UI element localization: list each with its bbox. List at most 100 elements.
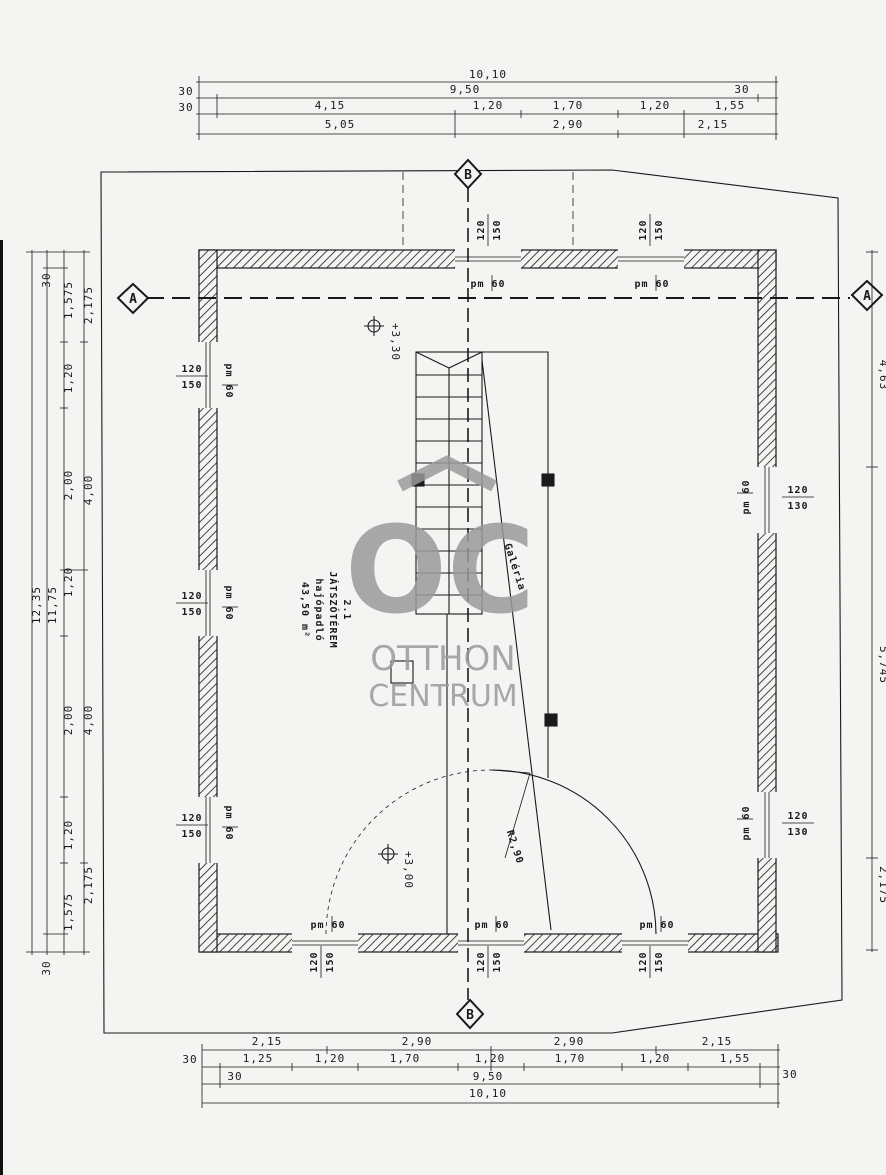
dimension-right-1: 5,745	[877, 646, 886, 684]
dimension-right-0: 4,63	[877, 360, 886, 391]
window-height: 120	[476, 219, 487, 240]
dimension-bottom-3: 2,15	[702, 1035, 733, 1048]
dimension-bottom-13: 9,50	[473, 1070, 504, 1083]
svg-text:OC: OC	[345, 502, 535, 641]
dimension-top-9: 1,55	[715, 99, 746, 112]
dimension-left-6: 2,00	[62, 470, 75, 501]
dimension-left-14: 2,175	[82, 866, 95, 904]
sill-label-1: pm 60	[634, 275, 669, 291]
dimension-top-1: 30	[178, 85, 193, 98]
dimension-bottom-1: 2,90	[402, 1035, 433, 1048]
level-text-upper: +3,30	[389, 323, 402, 361]
dimension-top-12: 2,15	[698, 118, 729, 131]
dimension-bottom-9: 1,70	[555, 1052, 586, 1065]
window-width: 130	[787, 501, 808, 512]
dimension-left-9: 1,20	[62, 820, 75, 851]
roof-projection-lines	[402, 172, 574, 250]
level-text-lower: +3,00	[402, 851, 415, 889]
dimension-top-8: 1,20	[640, 99, 671, 112]
sill-label-8: pm 60	[474, 916, 509, 932]
dimension-bottom-5: 1,25	[243, 1052, 274, 1065]
window-width: 150	[654, 219, 665, 240]
dimension-left-13: 4,00	[82, 705, 95, 736]
dimension-bottom-11: 1,55	[720, 1052, 751, 1065]
dimension-left-8: 2,00	[62, 705, 75, 736]
dimension-top-4: 30	[178, 101, 193, 114]
door-swing-arc	[325, 769, 657, 935]
dimension-lines-bottom	[201, 1044, 780, 1108]
svg-text:OTTHON: OTTHON	[370, 639, 515, 679]
room-label: 2.1 JÁTSZÓTÉREM hajópadló 43,50 m²	[299, 571, 352, 648]
section-line-a	[116, 279, 884, 315]
window-width: 150	[654, 951, 665, 972]
dimension-right-2: 2,175	[877, 866, 886, 904]
sill-label-7: pm 60	[310, 916, 345, 932]
dimension-lines-top	[196, 76, 778, 140]
dimension-top-6: 1,20	[473, 99, 504, 112]
dimension-bottom-8: 1,20	[475, 1052, 506, 1065]
sill-label-5: pm 60	[737, 479, 753, 515]
window-width: 150	[492, 219, 503, 240]
window-height: 120	[638, 951, 649, 972]
dimension-top-11: 2,90	[553, 118, 584, 131]
svg-text:43,50 m²: 43,50 m²	[299, 582, 310, 638]
dimension-bottom-0: 2,15	[252, 1035, 283, 1048]
window-width: 130	[787, 827, 808, 838]
window-height: 120	[309, 951, 320, 972]
level-marker-lower	[378, 844, 398, 864]
dimension-left-4: 1,575	[62, 281, 75, 319]
window-height: 120	[476, 951, 487, 972]
dimension-left-7: 1,20	[62, 567, 75, 598]
svg-text:JÁTSZÓTÉREM: JÁTSZÓTÉREM	[327, 571, 340, 648]
watermark-logo: OC OTTHON CENTRUM	[345, 455, 535, 714]
svg-text:2.1: 2.1	[341, 599, 352, 620]
dimension-bottom-10: 1,20	[640, 1052, 671, 1065]
left-edge-strip	[0, 240, 3, 1175]
dimension-left-5: 1,20	[62, 363, 75, 394]
sill-label-9: pm 60	[639, 916, 674, 932]
svg-text:pm 60: pm 60	[223, 585, 234, 620]
site-outline	[100, 169, 843, 1034]
dimension-lines-right	[866, 250, 878, 952]
svg-text:pm 60: pm 60	[470, 279, 505, 290]
floor-drain	[390, 660, 414, 684]
axis-label-a-right: A	[863, 289, 871, 304]
radius-label: R2,90	[504, 829, 525, 866]
dimension-left-12: 4,00	[82, 475, 95, 506]
dimension-bottom-12: 30	[227, 1070, 242, 1083]
dimension-bottom-7: 1,70	[390, 1052, 421, 1065]
dimension-bottom-6: 1,20	[315, 1052, 346, 1065]
dimension-bottom-4: 30	[182, 1053, 197, 1066]
window-width: 150	[181, 607, 202, 618]
dimension-top-10: 5,05	[325, 118, 356, 131]
window-height: 120	[181, 591, 202, 602]
dimension-left-3: 30	[40, 960, 53, 975]
sill-label-0: pm 60	[470, 275, 505, 291]
window-width: 150	[181, 380, 202, 391]
svg-text:hajópadló: hajópadló	[313, 578, 325, 641]
dimension-top-7: 1,70	[553, 99, 584, 112]
dimension-bottom-14: 30	[782, 1068, 797, 1081]
dimension-left-2: 30	[40, 272, 53, 287]
svg-text:pm 60: pm 60	[741, 479, 752, 514]
dimension-left-1: 11,75	[46, 586, 59, 624]
sill-label-3: pm 60	[222, 585, 238, 621]
window-label-8: 120 150	[476, 946, 503, 978]
svg-text:pm 60: pm 60	[310, 920, 345, 931]
dimension-left-11: 2,175	[82, 286, 95, 324]
sill-label-6: pm 60	[737, 805, 753, 841]
svg-text:pm 60: pm 60	[223, 363, 234, 398]
window-width: 150	[325, 951, 336, 972]
dimension-bottom-2: 2,90	[554, 1035, 585, 1048]
svg-text:pm 60: pm 60	[639, 920, 674, 931]
dimension-left-10: 1,575	[62, 893, 75, 931]
window-width: 150	[492, 951, 503, 972]
dimension-top-2: 9,50	[450, 83, 481, 96]
dimension-top-5: 4,15	[315, 99, 346, 112]
